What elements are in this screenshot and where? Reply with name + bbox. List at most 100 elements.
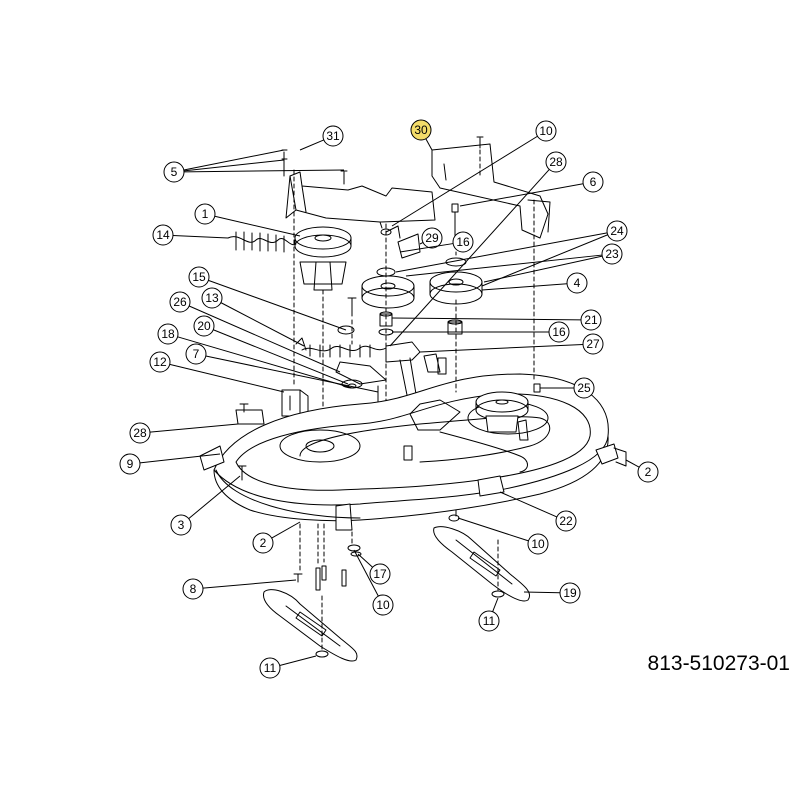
callout-3: 3 [170, 475, 241, 536]
callout-6: 6 [459, 171, 604, 207]
callout-label: 12 [153, 355, 167, 369]
callout-27: 27 [419, 333, 604, 355]
callout-26: 26 [169, 291, 341, 373]
leader-line [457, 517, 529, 542]
leader-line [183, 169, 345, 173]
callout-circle [193, 315, 215, 337]
callout-5: 5 [163, 149, 345, 183]
callout-10: 10 [353, 549, 394, 616]
mower-deck-drawing [199, 136, 627, 662]
callout-14: 14 [152, 224, 229, 246]
callout-circle [188, 266, 210, 288]
idler-pulley-left [361, 267, 415, 309]
callout-label: 6 [590, 175, 597, 189]
callout-circle [452, 231, 474, 253]
mower-blades [263, 526, 530, 662]
leader-line [183, 149, 285, 171]
callout-16: 16 [399, 231, 474, 253]
assembly-center-lines [293, 149, 535, 401]
callout-circle [152, 224, 174, 246]
callout-circle [194, 203, 216, 225]
callout-4: 4 [481, 272, 588, 294]
callout-29: 29 [419, 227, 443, 249]
callout-24: 24 [395, 220, 628, 287]
callout-11: 11 [259, 655, 317, 679]
leader-line [405, 254, 603, 277]
leader-line [177, 336, 353, 389]
callout-label: 27 [586, 337, 600, 351]
callout-label: 29 [425, 231, 439, 245]
callout-15: 15 [188, 266, 347, 331]
leader-line [459, 183, 584, 207]
callout-circle [163, 161, 185, 183]
drawing-number: 813-510273-01 [647, 652, 790, 675]
callout-circle [170, 514, 192, 536]
leader-line [183, 159, 285, 172]
callout-17: 17 [357, 553, 391, 585]
callout-10: 10 [457, 517, 549, 555]
deck-brackets [199, 357, 627, 481]
callout-circle [535, 120, 557, 142]
callout-20: 20 [193, 315, 349, 385]
callout-label: 10 [531, 537, 545, 551]
callout-label: 2 [260, 536, 267, 550]
callout-circle [527, 533, 549, 555]
callout-label: 4 [574, 276, 581, 290]
callout-label: 13 [205, 291, 219, 305]
callout-label: 8 [190, 582, 197, 596]
callout-label: 9 [127, 457, 134, 471]
callout-28: 28 [129, 422, 239, 444]
callout-28: 28 [389, 151, 567, 347]
leader-line [202, 579, 297, 589]
leader-line [213, 329, 349, 385]
leader-line [625, 459, 640, 468]
callout-label: 28 [549, 155, 563, 169]
callout-circle [259, 657, 281, 679]
callout-label: 31 [326, 129, 340, 143]
callout-7: 7 [185, 343, 379, 393]
callout-23: 23 [405, 243, 623, 283]
callout-circle [555, 510, 577, 532]
callout-circle [129, 422, 151, 444]
callout-circle [149, 351, 171, 373]
leader-line [220, 302, 305, 347]
callout-30: 30 [410, 119, 433, 151]
leader-line [169, 363, 285, 393]
leader-line [399, 243, 454, 253]
leader-line [492, 597, 499, 612]
callout-circle [119, 453, 141, 475]
callout-circle [478, 610, 500, 632]
leader-line [499, 491, 558, 518]
callout-21: 21 [391, 309, 602, 331]
idler-bracket [380, 225, 421, 259]
leader-line [391, 317, 582, 321]
callout-11: 11 [478, 597, 500, 632]
callout-label: 11 [264, 661, 277, 675]
leader-line [389, 169, 550, 347]
callout-label: 17 [373, 567, 387, 581]
left-belt-shield [285, 171, 436, 229]
callout-12: 12 [149, 351, 285, 393]
callout-circle [582, 333, 604, 355]
callout-label: 10 [539, 124, 553, 138]
callout-label: 5 [171, 165, 178, 179]
callout-label: 23 [605, 247, 619, 261]
leader-line [208, 279, 347, 331]
callout-circle [573, 377, 595, 399]
leader-line [299, 139, 324, 151]
callout-circle [252, 532, 274, 554]
callout-label: 7 [193, 347, 200, 361]
callout-circle [606, 220, 628, 242]
leader-line [139, 453, 221, 464]
callout-label: 1 [202, 207, 209, 221]
callout-circle [185, 343, 207, 365]
callout-8: 8 [182, 578, 297, 600]
callout-label: 15 [192, 270, 206, 284]
callout-label: 3 [178, 518, 185, 532]
callout-10: 10 [391, 120, 557, 227]
callout-label: 14 [156, 228, 170, 242]
callout-circle [582, 171, 604, 193]
spacers [347, 297, 463, 336]
